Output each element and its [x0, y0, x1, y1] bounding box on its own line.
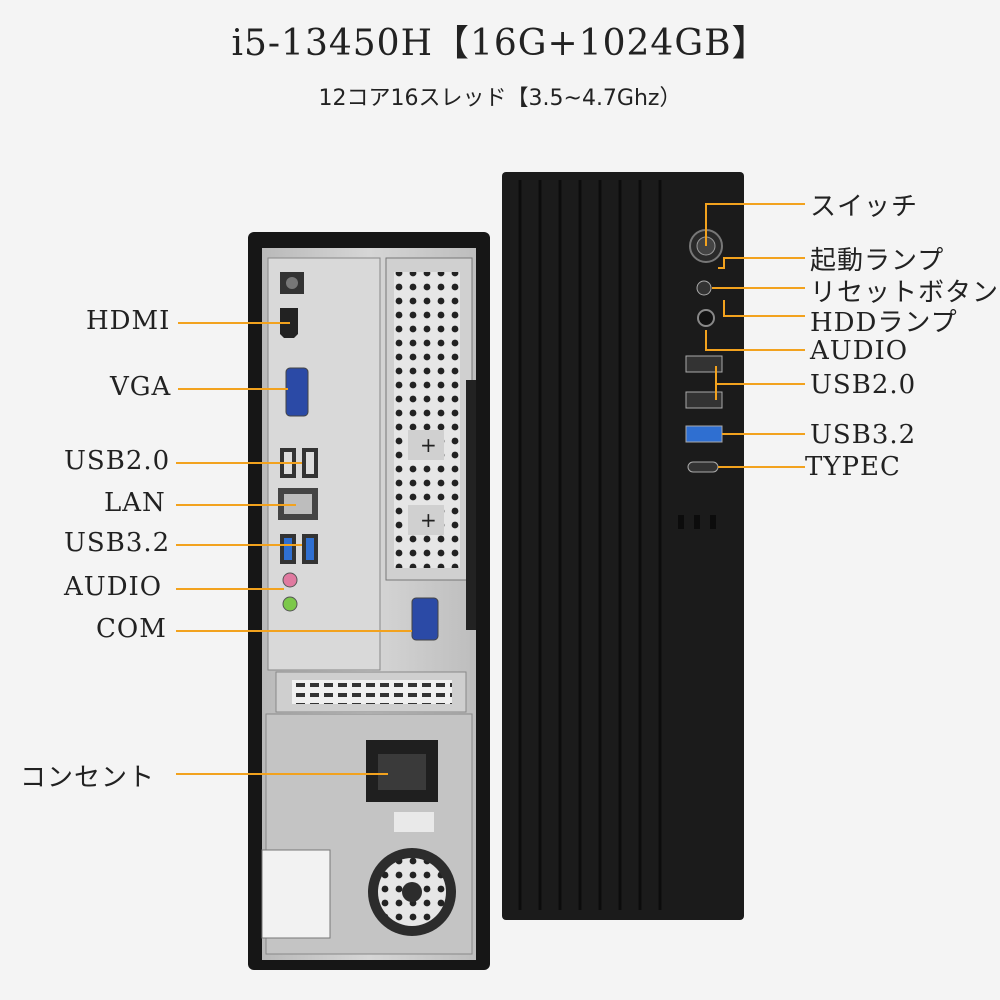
label-com: COM: [96, 614, 167, 644]
label-audio-rear: AUDIO: [64, 572, 163, 602]
svg-text:+: +: [420, 508, 437, 532]
label-lan: LAN: [104, 488, 166, 518]
front-case: [502, 172, 744, 920]
front-leader-lines: [705, 203, 805, 468]
label-hdmi: HDMI: [86, 306, 171, 336]
label-hdd-lamp: HDDランプ: [810, 308, 958, 338]
label-audio-front: AUDIO: [810, 336, 909, 366]
product-title: i5-13450H【16G+1024GB】: [231, 23, 769, 64]
product-subtitle: 12コア16スレッド【3.5~4.7Ghz）: [318, 86, 682, 111]
label-usb20-front: USB2.0: [810, 370, 917, 400]
label-typec: TYPEC: [805, 452, 901, 482]
label-usb32-rear: USB3.2: [64, 528, 171, 558]
label-vga: VGA: [110, 372, 172, 402]
svg-text:+: +: [420, 433, 437, 457]
label-usb20-rear: USB2.0: [64, 446, 171, 476]
rear-case: + +: [248, 232, 490, 970]
label-usb32-front: USB3.2: [810, 420, 917, 450]
label-outlet: コンセント: [20, 763, 156, 793]
label-reset-button: リセットボタン: [810, 278, 1000, 308]
label-switch: スイッチ: [810, 192, 919, 222]
label-power-lamp: 起動ランプ: [810, 246, 945, 276]
